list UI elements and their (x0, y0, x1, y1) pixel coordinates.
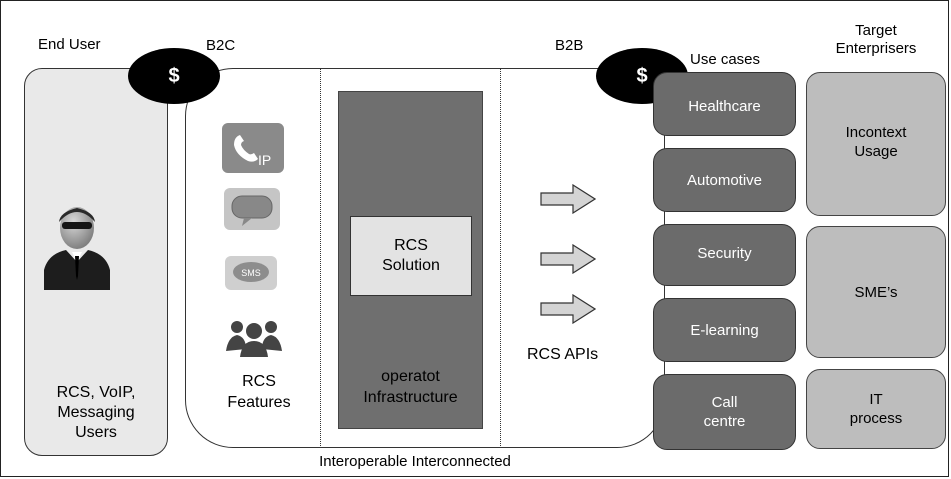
end-user-heading: End User (38, 36, 101, 53)
rcs-features-caption: RCS Features (227, 373, 291, 411)
use-cases-heading: Use cases (690, 51, 761, 68)
rcs-apis-caption: RCS APIs (527, 346, 599, 363)
ip-text: IP (258, 152, 271, 168)
group-users-icon (226, 317, 282, 357)
divider-left (320, 68, 321, 448)
divider-right (500, 68, 501, 448)
rcs-solution-box: RCS Solution (350, 216, 472, 296)
use-case-security: Security (653, 224, 796, 286)
sms-icon: SMS (225, 256, 277, 290)
use-case-e-learning: E-learning (653, 298, 796, 362)
right-arrow-icon (540, 243, 597, 279)
messenger-icon (224, 188, 280, 230)
b2c-heading: B2C (206, 37, 236, 54)
target-enterprisers-heading: Target Enterprisers (835, 22, 917, 57)
target-incontext-usage: Incontext Usage (806, 72, 946, 216)
use-case-call-centre: Call centre (653, 374, 796, 450)
voip-phone-icon: IP (222, 123, 284, 173)
target-it-process: IT process (806, 369, 946, 449)
right-arrow-icon (540, 293, 597, 329)
user-avatar-icon (44, 200, 110, 290)
b2c-dollar-badge: $ (128, 48, 220, 104)
use-case-automotive: Automotive (653, 148, 796, 212)
sms-label: SMS (241, 268, 261, 278)
right-arrow-icon (540, 183, 597, 219)
infrastructure-caption: operatot Infrastructure (363, 368, 458, 406)
end-user-caption: RCS, VoIP, Messaging Users (56, 384, 136, 441)
footer-caption: Interoperable Interconnected (319, 453, 511, 470)
use-case-healthcare: Healthcare (653, 72, 796, 136)
target-smes: SME’s (806, 226, 946, 358)
b2b-heading: B2B (555, 37, 584, 54)
